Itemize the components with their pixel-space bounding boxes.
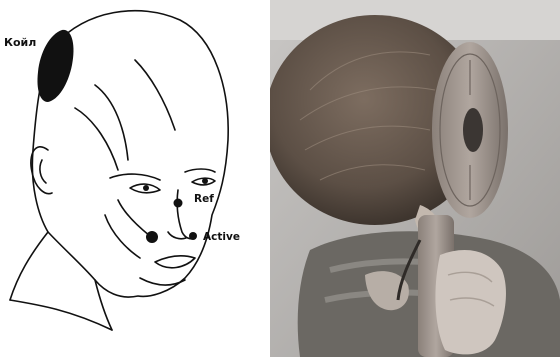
- ref-electrode-lower: [189, 232, 197, 240]
- coil-label: Койл: [4, 36, 36, 49]
- photo-illustration: [270, 0, 560, 357]
- tms-photo: [270, 0, 560, 357]
- ref-electrode-upper: [174, 199, 183, 208]
- active-electrode: [146, 231, 158, 243]
- active-label: Active: [203, 231, 240, 243]
- ref-label: Ref: [194, 193, 214, 205]
- head-electrode-diagram: Койл Ref Active: [0, 0, 270, 357]
- head-line-drawing: Койл Ref Active: [0, 0, 270, 357]
- operator-hand: [435, 250, 506, 354]
